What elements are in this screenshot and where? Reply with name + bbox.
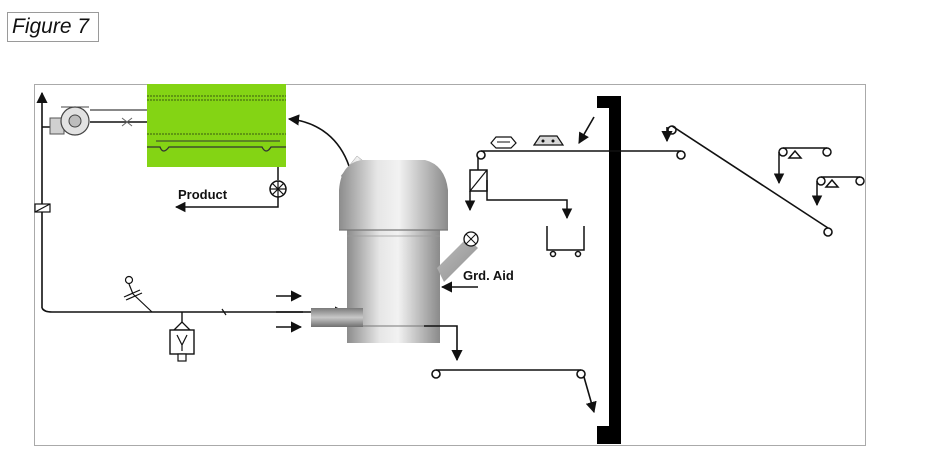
upper-belt-conveyor [476,116,686,160]
tripper-conveyor-1 [773,147,832,185]
hot-gas-generator-icon [169,312,195,362]
belt-weigher-icon [490,136,517,149]
tripper-conveyor-2 [811,176,865,207]
vertical-roller-mill [311,155,479,343]
fan-icon [49,106,90,136]
flow-meter-icon [123,275,153,313]
magnetic-separator-icon [532,135,565,146]
lower-belt-conveyor [431,369,597,414]
silo-wall [597,96,621,444]
duct-cross-icon [121,117,133,127]
product-label: Product [178,187,228,202]
mill-discharge-arrow [424,325,463,362]
feed-line-tick [221,308,227,316]
rotary-valve-icon [174,167,287,213]
grinding-aid-label: Grd. Aid [463,268,514,283]
damper-valve-icon [34,203,51,213]
rejects-bin-icon [546,226,585,258]
separator-unit [147,84,286,167]
diagram-frame [34,84,866,446]
inclined-conveyor [661,125,833,237]
mill-to-separator-arrow [287,114,350,167]
figure-label: Figure 7 [7,12,99,42]
diverter-gate-icon [464,158,573,220]
